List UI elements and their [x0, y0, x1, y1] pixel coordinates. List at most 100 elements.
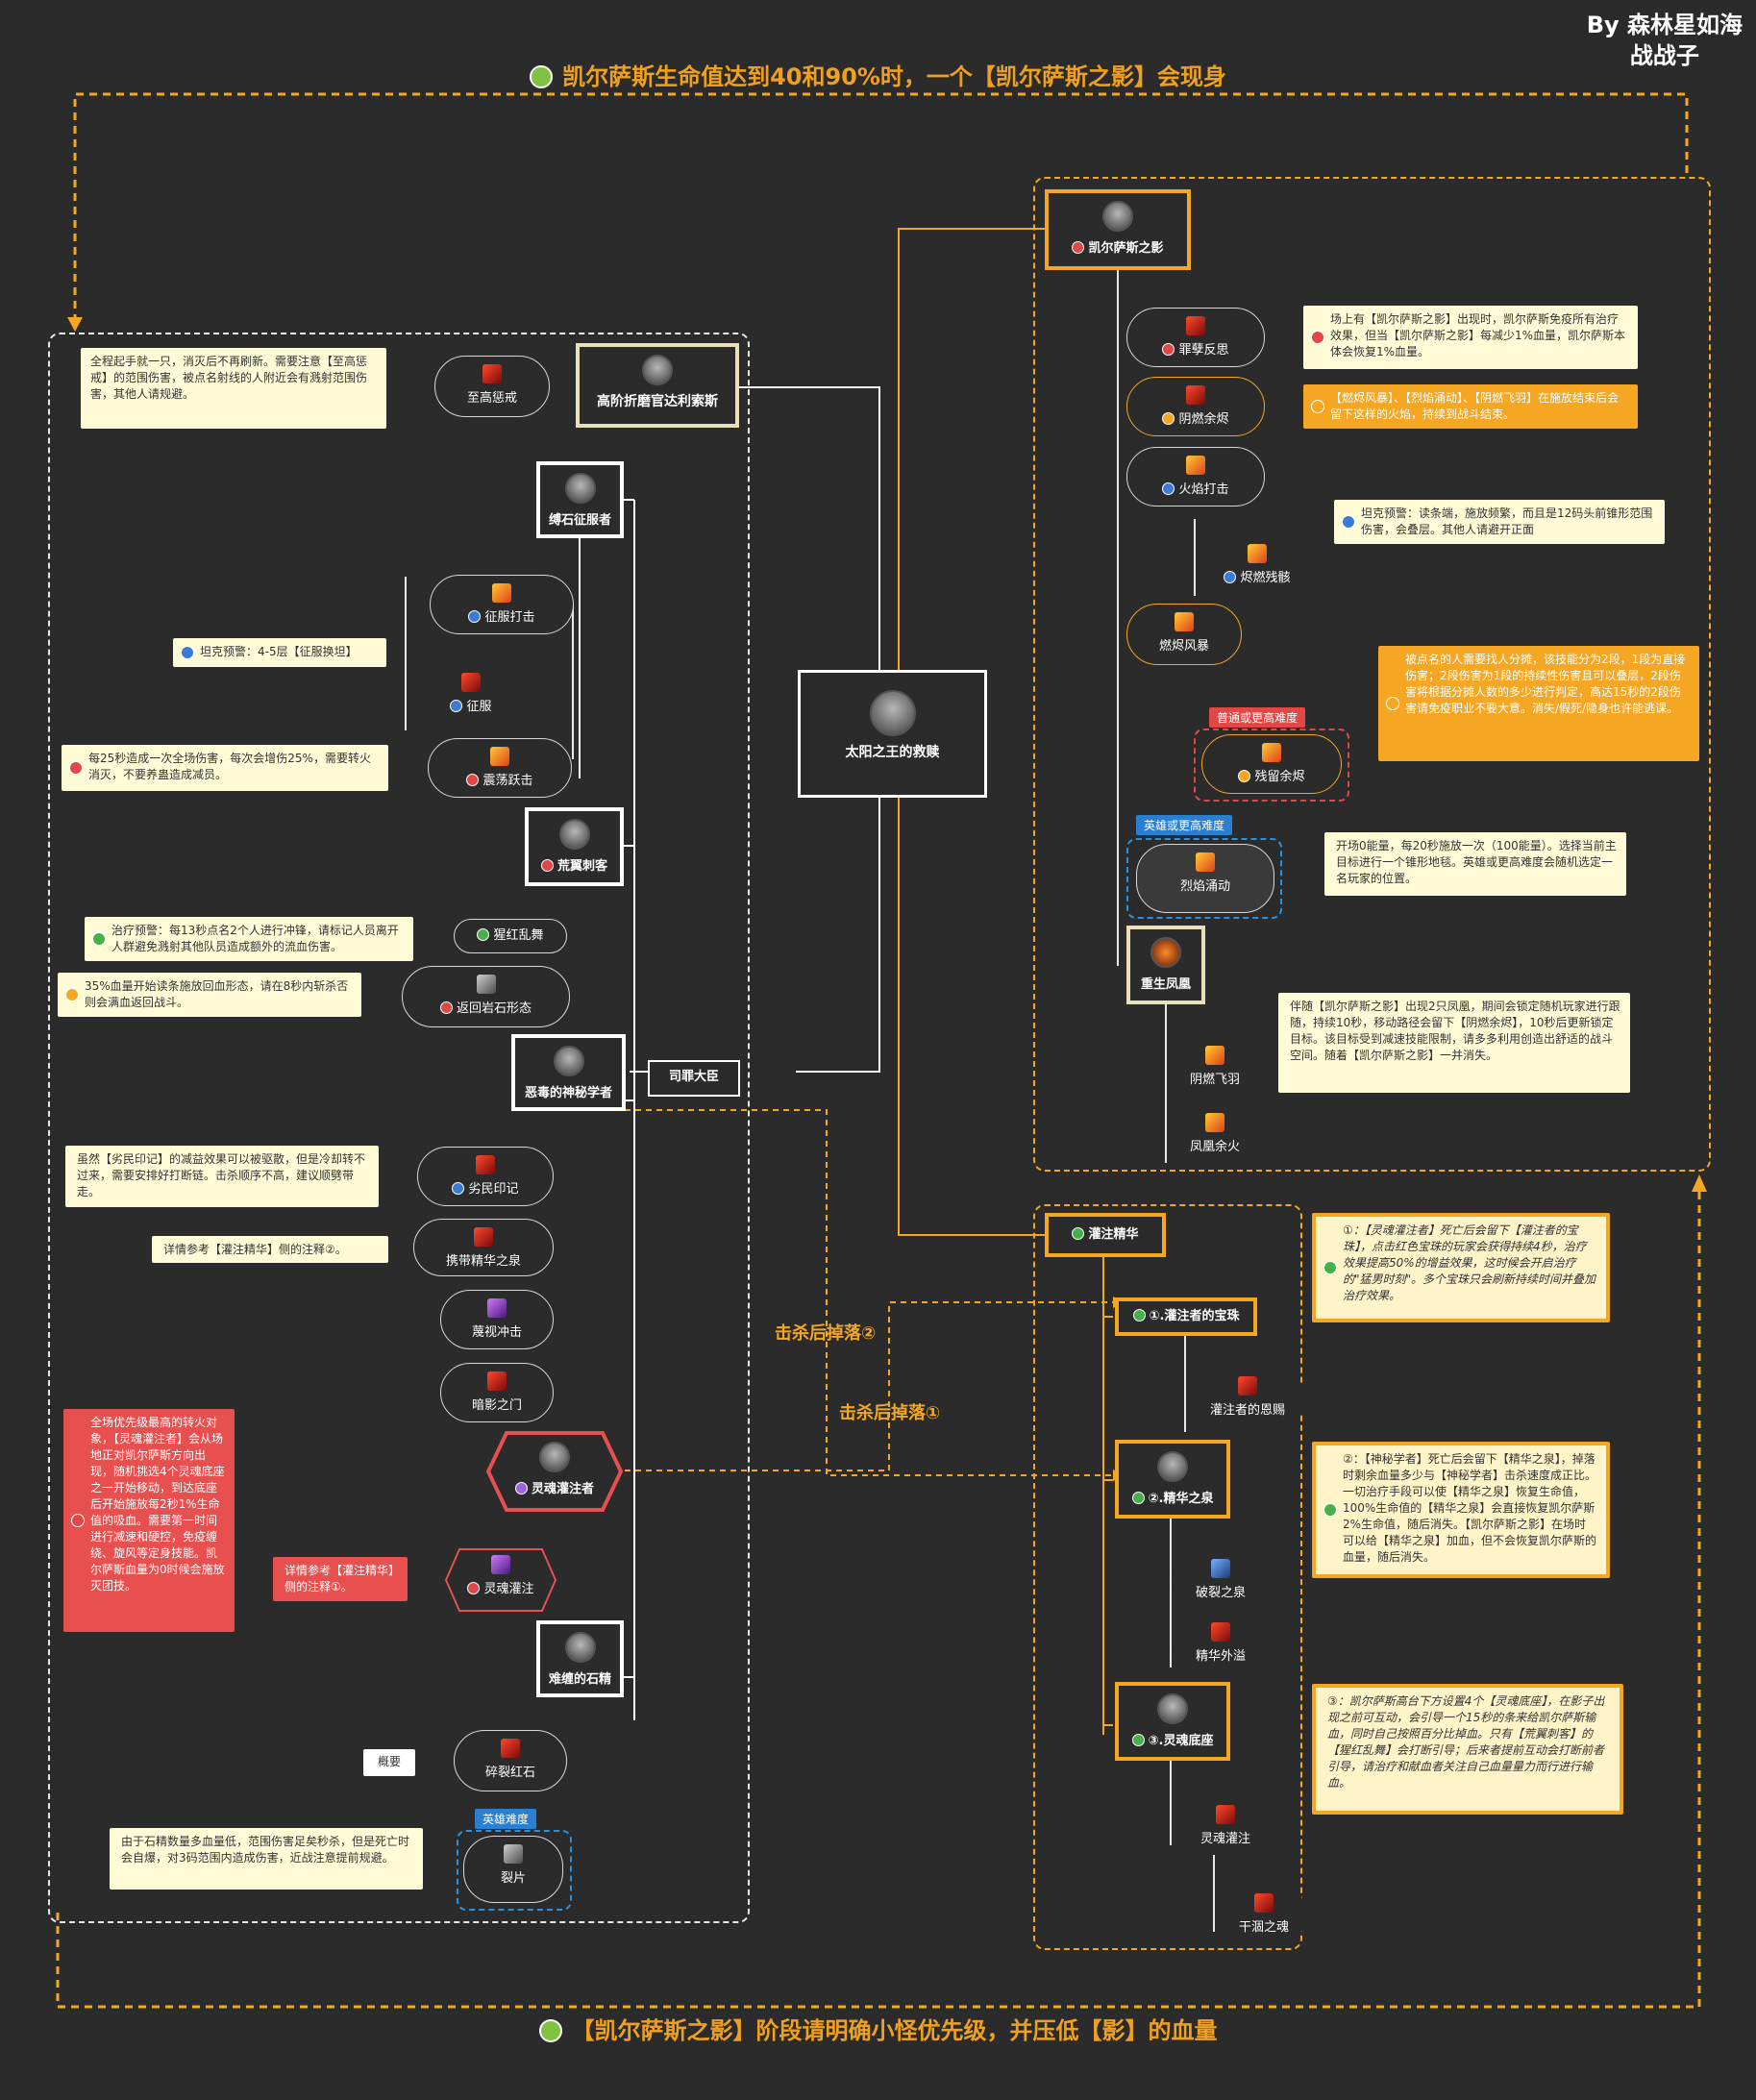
note-b4-1: 虽然【劣民印记】的减益效果可以被驱散，但是冷却转不过来，需要安排好打断链。击杀顺… [65, 1146, 379, 1207]
phoenix-icon [1150, 937, 1181, 968]
spell-phoenix-embers[interactable]: 凤凰余火 [1167, 1105, 1263, 1165]
essence-name: 灌注精华 [1088, 1227, 1139, 1242]
boss-node-stone-conqueror[interactable]: 缚石征服者 [536, 461, 624, 538]
spell-label: 震荡跃击 [482, 774, 533, 788]
banner-bottom-text: 【凯尔萨斯之影】阶段请明确小怪优先级，并压低【影】的血量 [571, 2017, 1218, 2044]
boss-name: 高阶折磨官达利索斯 [597, 394, 718, 409]
spell-label: 灵魂灌注 [483, 1582, 534, 1596]
spell-icon [1205, 1113, 1224, 1132]
spell-flame-surge[interactable]: 烈焰涌动 [1136, 844, 1274, 913]
note-b3-healer: 治疗预警：每13秒点名2个人进行冲锋，请标记人员离开人群避免溅射其他队员造成额外… [85, 917, 413, 961]
spell-carry-essence[interactable]: 携带精华之泉 [413, 1219, 554, 1276]
note-essence-2: ②：【神秘学者】死亡后会留下【精华之泉】，掉落时剩余血量多少与【神秘学者】击杀速… [1312, 1442, 1610, 1578]
spell-splinter[interactable]: 裂片 [463, 1836, 563, 1903]
sinner-node[interactable]: 司罪大臣 [648, 1060, 740, 1097]
spell-lowborn-mark[interactable]: 劣民印记 [417, 1147, 554, 1206]
spell-label: 蔑视冲击 [471, 1325, 522, 1340]
tank-role-icon [468, 610, 482, 623]
spell-label: 至高惩戒 [466, 391, 517, 406]
sinner-label: 司罪大臣 [668, 1070, 719, 1084]
shadow-node[interactable]: 凯尔萨斯之影 [1045, 189, 1191, 270]
shadow-region [1033, 177, 1711, 1172]
spell-soul-infusion-right[interactable]: 灵魂灌注 [1177, 1797, 1274, 1855]
damage-role-icon [1162, 343, 1175, 356]
spell-label: 劣民印记 [468, 1182, 519, 1197]
tank-role-icon [450, 700, 463, 712]
boss-portrait-icon [1102, 201, 1133, 232]
spell-residual-ember[interactable]: 残留余烬 [1201, 734, 1342, 794]
summary-tag: 概要 [363, 1749, 415, 1776]
spell-smolder-feather[interactable]: 阴燃飞羽 [1167, 1038, 1263, 1098]
phoenix-node[interactable]: 重生凤凰 [1126, 926, 1205, 1004]
tank-role-icon [1342, 515, 1355, 529]
warning-role-icon [1311, 400, 1324, 413]
pedestal-node[interactable]: ③.灵魂底座 [1115, 1682, 1230, 1761]
warning-role-icon [1162, 412, 1175, 425]
boss-portrait-icon [539, 1442, 570, 1472]
banner-bottom: 【凯尔萨斯之影】阶段请明确小怪优先级，并压低【影】的血量 [0, 2012, 1756, 2045]
spell-conquer-strike[interactable]: 征服打击 [430, 575, 574, 634]
warning-role-icon [65, 988, 79, 1001]
spell-icon [491, 1555, 510, 1574]
dispel-role-icon [452, 1182, 465, 1195]
spell-shock-leap[interactable]: 震荡跃击 [428, 738, 572, 798]
spell-supreme-punish[interactable]: 至高惩戒 [434, 356, 550, 417]
note-b4-2: 详情参考【灌注精华】侧的注释②。 [152, 1236, 388, 1263]
spell-infuser-blessing[interactable]: 灌注者的恩赐 [1190, 1369, 1305, 1428]
spell-label: 阴燃余烬 [1178, 412, 1229, 427]
note-shadow-5: 开场0能量，每20秒施放一次（100能量）。选择当前主目标进行一个锥形地毯。英雄… [1324, 832, 1626, 896]
spell-withered-soul[interactable]: 干涸之魂 [1221, 1886, 1307, 1943]
healer-role-icon [1131, 1734, 1145, 1746]
essence-region [1033, 1204, 1302, 1950]
spell-flame-strike[interactable]: 火焰打击 [1126, 447, 1265, 506]
spell-label: 征服 [466, 700, 492, 714]
boss-node-dalisos[interactable]: 高阶折磨官达利索斯 [576, 343, 739, 428]
boss-node-wing-assassin[interactable]: 荒翼刺客 [525, 807, 624, 886]
boss-node-stoneling[interactable]: 难缠的石精 [536, 1620, 624, 1697]
boss-portrait-icon [558, 819, 590, 850]
spell-icon [1186, 316, 1205, 335]
note-essence-1: ①：【灵魂灌注者】死亡后会留下【灌注者的宝珠】，点击红色宝珠的玩家会获得持续4秒… [1312, 1213, 1610, 1322]
spell-label: 阴燃飞羽 [1189, 1073, 1240, 1087]
spell-essence-overflow[interactable]: 精华外溢 [1173, 1615, 1269, 1672]
damage-role-icon [439, 1001, 453, 1014]
spell-icon [1248, 544, 1267, 563]
tank-role-icon [1224, 571, 1237, 583]
essence-node[interactable]: 灌注精华 [1045, 1213, 1166, 1257]
note-b6: 由于石精数量多血量低，范围伤害足矣秒杀，但是死亡时会自爆，对3码范围内造成伤害，… [110, 1828, 423, 1890]
spell-soul-infusion-left[interactable]: 灵魂灌注 [444, 1547, 557, 1613]
heroic-tag: 英雄难度 [475, 1809, 537, 1829]
fountain-node[interactable]: ②.精华之泉 [1115, 1440, 1230, 1519]
spell-label: 火焰打击 [1178, 482, 1229, 497]
note-essence-3: ③：凯尔萨斯高台下方设置4个【灵魂底座】，在影子出现之前可互动，会引导一个15秒… [1312, 1684, 1623, 1815]
heroic-frame [1126, 838, 1282, 919]
boss-portrait-icon [564, 473, 596, 504]
spell-crimson-frenzy[interactable]: 猩红乱舞 [454, 919, 567, 953]
spell-broken-fountain[interactable]: 破裂之泉 [1173, 1551, 1269, 1609]
spell-label: 猩红乱舞 [493, 928, 544, 943]
spell-icon [476, 1155, 495, 1174]
heroic-tag: 英雄或更高难度 [1136, 815, 1233, 835]
spell-label: 残留余烬 [1254, 770, 1305, 784]
spell-shadow-gate[interactable]: 暗影之门 [440, 1363, 554, 1422]
spell-ember-remains[interactable]: 烬燃残骸 [1200, 536, 1315, 596]
damage-role-icon [1072, 241, 1085, 254]
spell-contempt-shock[interactable]: 蔑视冲击 [440, 1290, 554, 1349]
spell-return-rock-form[interactable]: 返回岩石形态 [402, 966, 570, 1027]
spell-icon [1186, 456, 1205, 475]
spell-shatter-redstone[interactable]: 碎裂红石 [454, 1730, 567, 1791]
boss-node-occultist[interactable]: 恶毒的神秘学者 [511, 1034, 626, 1111]
spell-conquer[interactable]: 征服 [428, 665, 514, 725]
boss-portrait-icon [553, 1046, 584, 1076]
banner-top-text: 凯尔萨斯生命值达到40和90%时，一个【凯尔萨斯之影】会现身 [562, 63, 1226, 90]
healer-role-icon [1072, 1227, 1085, 1240]
center-boss-node[interactable]: 太阳之王的救赎 [798, 670, 987, 798]
boss-node-soul-infuser[interactable]: 灵魂灌注者 [485, 1430, 624, 1513]
orb-node[interactable]: ①.灌注者的宝珠 [1115, 1297, 1257, 1336]
spell-sin-reflection[interactable]: 罪孽反思 [1126, 308, 1265, 367]
banner-top: 凯尔萨斯生命值达到40和90%时，一个【凯尔萨斯之影】会现身 [0, 58, 1756, 91]
spell-ember-storm[interactable]: 燃烬风暴 [1126, 604, 1242, 665]
spell-smolder-ember[interactable]: 阴燃余烬 [1126, 377, 1265, 436]
warning-role-icon [1386, 697, 1399, 710]
note-b5-1: 全场优先级最高的转火对象，【灵魂灌注者】会从场地正对凯尔萨斯方向出现，随机挑选4… [63, 1409, 235, 1632]
